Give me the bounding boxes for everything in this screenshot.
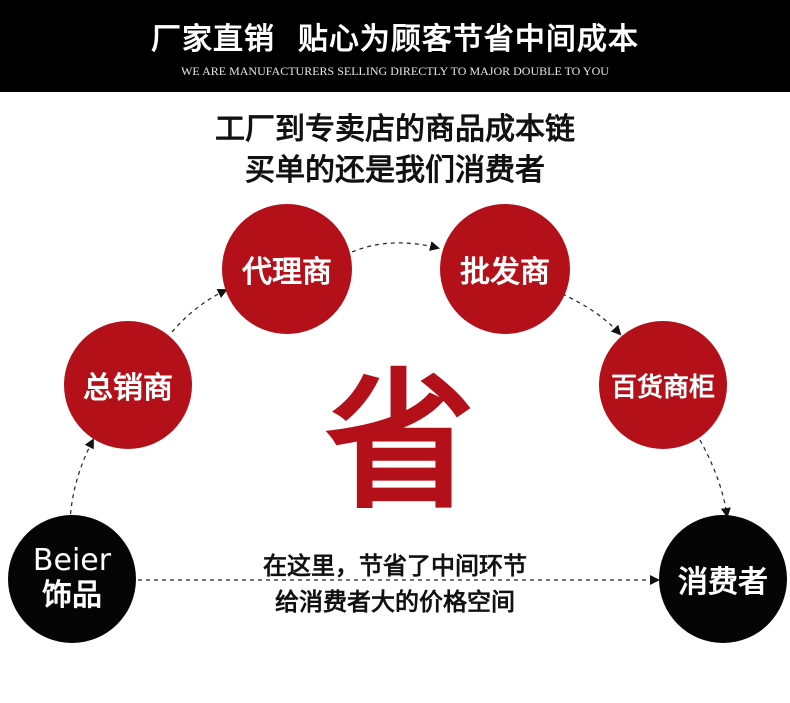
banner-subtitle: WE ARE MANUFACTURERS SELLING DIRECTLY TO… (181, 64, 609, 78)
banner-title: 厂家直销 贴心为顾客节省中间成本 (151, 22, 639, 57)
arrow-counter-to-consumer (699, 439, 731, 518)
arrow-distributor-to-agent (171, 288, 228, 333)
wholesaler-label: 批发商 (460, 255, 550, 290)
node-department-store-counter: 百货商柜 (599, 321, 727, 449)
node-general-distributor: 总销商 (64, 321, 192, 449)
save-character: 省 (324, 356, 475, 530)
savings-note-line-2: 给消费者大的价格空间 (275, 588, 515, 616)
node-beier-accessories: Beier 饰品 (8, 515, 136, 643)
brand-label: 饰品 (42, 578, 102, 613)
headline-line-2: 买单的还是我们消费者 (245, 153, 545, 188)
headline-line-1: 工厂到专卖店的商品成本链 (215, 112, 575, 147)
brand-name: Beier (32, 543, 112, 578)
general-distributor-label: 总销商 (83, 371, 173, 406)
top-banner: 厂家直销 贴心为顾客节省中间成本 WE ARE MANUFACTURERS SE… (0, 0, 790, 92)
arrow-agent-to-wholesaler (351, 241, 440, 253)
node-consumer: 消费者 (659, 515, 787, 643)
arrow-start-to-distributor (69, 438, 94, 523)
department-store-counter-label: 百货商柜 (610, 372, 715, 403)
agent-label: 代理商 (242, 255, 332, 290)
node-agent: 代理商 (222, 204, 352, 334)
node-wholesaler: 批发商 (440, 204, 570, 334)
arrow-wholesaler-to-counter (561, 293, 622, 336)
savings-note-line-1: 在这里，节省了中间环节 (263, 552, 527, 580)
consumer-label: 消费者 (678, 565, 768, 600)
